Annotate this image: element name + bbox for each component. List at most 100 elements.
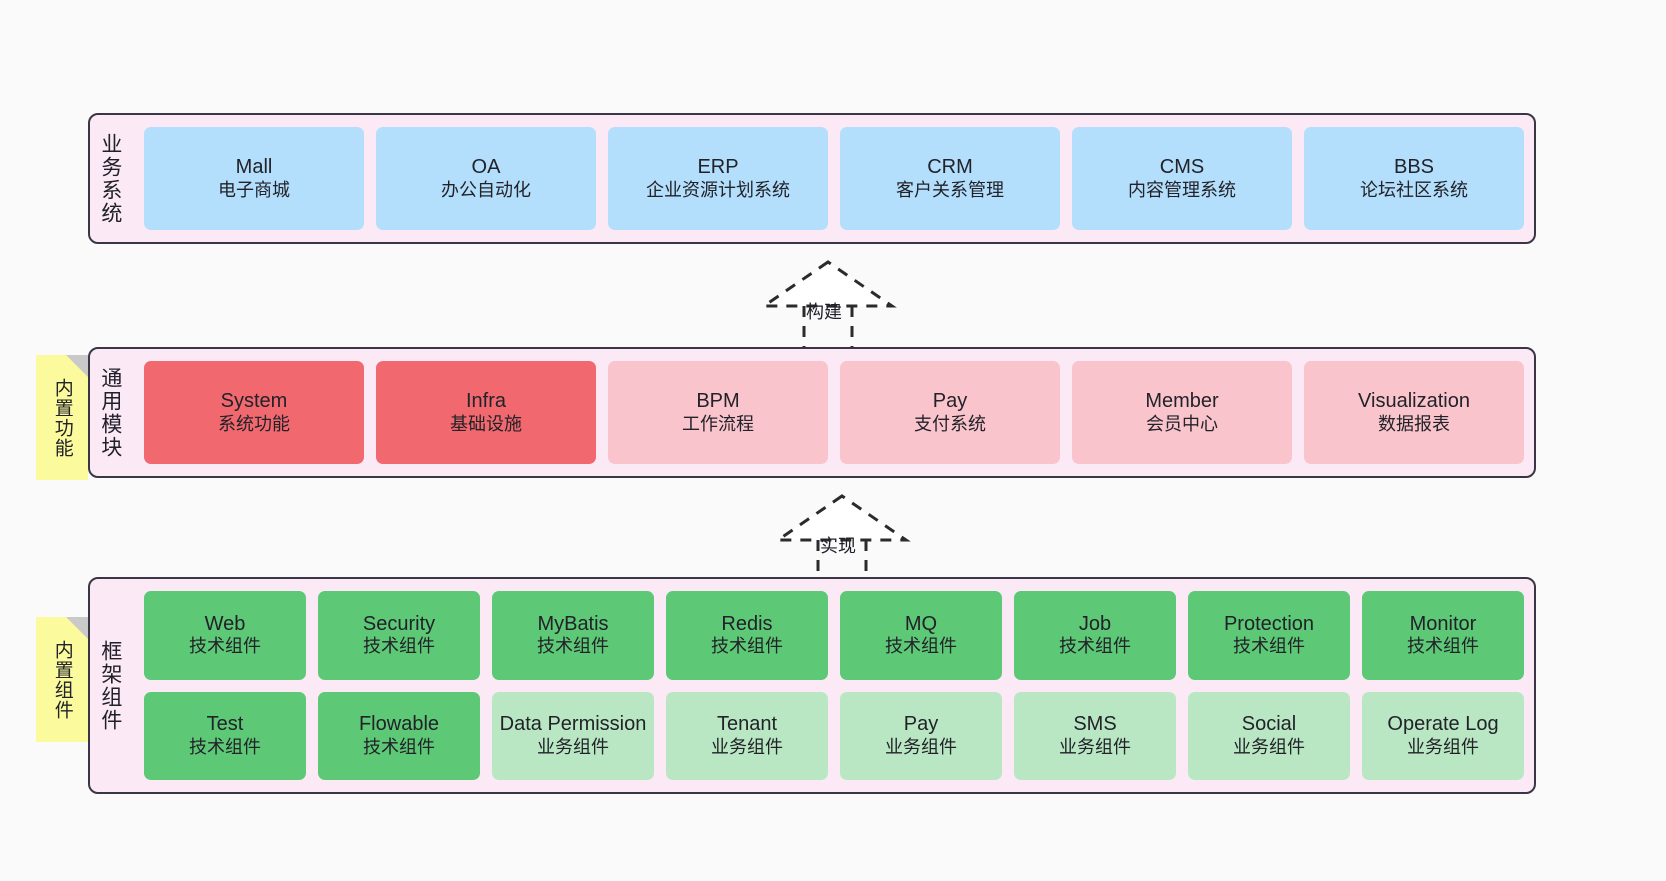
card-subtitle: 业务组件 xyxy=(537,736,609,757)
card-subtitle: 业务组件 xyxy=(1233,736,1305,757)
card-title: BBS xyxy=(1393,156,1435,179)
card-pay-component[interactable]: Pay 业务组件 xyxy=(840,691,1002,780)
card-subtitle: 数据报表 xyxy=(1378,413,1450,434)
card-security[interactable]: Security 技术组件 xyxy=(318,591,480,680)
card-infra[interactable]: Infra 基础设施 xyxy=(376,361,596,464)
card-subtitle: 办公自动化 xyxy=(441,179,531,200)
card-subtitle: 技术组件 xyxy=(1407,636,1479,657)
card-title: Protection xyxy=(1223,612,1315,635)
card-data-permission[interactable]: Data Permission 业务组件 xyxy=(492,691,654,780)
card-mq[interactable]: MQ 技术组件 xyxy=(840,591,1002,680)
card-test[interactable]: Test 技术组件 xyxy=(144,691,306,780)
connector-build: 构建 xyxy=(758,258,898,350)
card-title: Monitor xyxy=(1409,612,1477,635)
card-title: CMS xyxy=(1159,156,1205,179)
card-job[interactable]: Job 技术组件 xyxy=(1014,591,1176,680)
layer-framework-components: 框架组件 Web 技术组件 Security 技术组件 MyBatis 技术组件… xyxy=(88,577,1536,794)
card-title: Test xyxy=(206,713,244,736)
layer-title-business-systems: 业务系统 xyxy=(98,132,122,225)
card-title: Infra xyxy=(465,390,507,413)
sticky-note-label: 内置功能 xyxy=(51,377,73,458)
card-bpm[interactable]: BPM 工作流程 xyxy=(608,361,828,464)
card-subtitle: 支付系统 xyxy=(914,413,986,434)
card-subtitle: 企业资源计划系统 xyxy=(646,179,790,200)
layer-title-framework-components: 框架组件 xyxy=(98,639,122,732)
card-title: Mall xyxy=(235,156,273,179)
card-protection[interactable]: Protection 技术组件 xyxy=(1188,591,1350,680)
connector-stem xyxy=(816,540,868,582)
card-mybatis[interactable]: MyBatis 技术组件 xyxy=(492,591,654,680)
card-title: OA xyxy=(471,156,501,179)
card-oa[interactable]: OA 办公自动化 xyxy=(376,127,596,230)
connector-stem xyxy=(802,306,854,348)
card-title: MQ xyxy=(904,612,938,635)
card-subtitle: 技术组件 xyxy=(885,636,957,657)
card-title: Tenant xyxy=(716,713,778,736)
card-title: MyBatis xyxy=(537,612,609,635)
card-social[interactable]: Social 业务组件 xyxy=(1188,691,1350,780)
card-title: Flowable xyxy=(358,713,440,736)
card-title: Web xyxy=(204,612,246,635)
card-pay-module[interactable]: Pay 支付系统 xyxy=(840,361,1060,464)
generalization-arrowhead xyxy=(759,260,897,308)
sticky-note-label: 内置组件 xyxy=(51,639,73,720)
card-subtitle: 内容管理系统 xyxy=(1128,179,1236,200)
card-bbs[interactable]: BBS 论坛社区系统 xyxy=(1304,127,1524,230)
card-subtitle: 论坛社区系统 xyxy=(1360,179,1468,200)
card-title: Operate Log xyxy=(1387,713,1499,736)
card-title: Member xyxy=(1145,390,1219,413)
card-title: SMS xyxy=(1073,713,1117,736)
card-title: Pay xyxy=(932,390,968,413)
card-erp[interactable]: ERP 企业资源计划系统 xyxy=(608,127,828,230)
card-title: Data Permission xyxy=(499,713,647,736)
card-title: System xyxy=(220,390,288,413)
card-subtitle: 技术组件 xyxy=(189,636,261,657)
layer-business-systems: 业务系统 Mall 电子商城 OA 办公自动化 ERP 企业资源计划系统 CRM… xyxy=(88,113,1536,244)
framework-row-technical: Web 技术组件 Security 技术组件 MyBatis 技术组件 Redi… xyxy=(144,591,1524,680)
generalization-arrowhead xyxy=(773,494,911,542)
layer-title-common-modules: 通用模块 xyxy=(98,366,122,459)
card-sms[interactable]: SMS 业务组件 xyxy=(1014,691,1176,780)
layer-body-framework-components: Web 技术组件 Security 技术组件 MyBatis 技术组件 Redi… xyxy=(130,579,1534,792)
card-subtitle: 技术组件 xyxy=(189,736,261,757)
card-subtitle: 电子商城 xyxy=(218,179,290,200)
card-title: Redis xyxy=(721,612,773,635)
connector-label-build: 构建 xyxy=(806,302,842,322)
connector-implement: 实现 xyxy=(772,492,912,584)
card-title: Visualization xyxy=(1358,390,1470,413)
card-subtitle: 技术组件 xyxy=(363,736,435,757)
card-title: Social xyxy=(1241,713,1297,736)
connector-label-implement: 实现 xyxy=(820,536,856,556)
layer-body-business-systems: Mall 电子商城 OA 办公自动化 ERP 企业资源计划系统 CRM 客户关系… xyxy=(130,115,1534,242)
card-subtitle: 技术组件 xyxy=(363,636,435,657)
sticky-note-builtin-features: 内置功能 xyxy=(36,355,88,480)
card-title: CRM xyxy=(927,156,973,179)
card-operate-log[interactable]: Operate Log 业务组件 xyxy=(1362,691,1524,780)
layer-body-common-modules: System 系统功能 Infra 基础设施 BPM 工作流程 Pay 支付系统… xyxy=(130,349,1534,476)
card-title: Security xyxy=(362,612,436,635)
card-tenant[interactable]: Tenant 业务组件 xyxy=(666,691,828,780)
sticky-note-builtin-components: 内置组件 xyxy=(36,617,88,742)
card-title: Job xyxy=(1078,612,1112,635)
card-member[interactable]: Member 会员中心 xyxy=(1072,361,1292,464)
card-subtitle: 业务组件 xyxy=(711,736,783,757)
card-system[interactable]: System 系统功能 xyxy=(144,361,364,464)
card-title: Pay xyxy=(903,713,939,736)
card-redis[interactable]: Redis 技术组件 xyxy=(666,591,828,680)
card-subtitle: 技术组件 xyxy=(1059,636,1131,657)
card-subtitle: 技术组件 xyxy=(1233,636,1305,657)
card-web[interactable]: Web 技术组件 xyxy=(144,591,306,680)
card-cms[interactable]: CMS 内容管理系统 xyxy=(1072,127,1292,230)
card-monitor[interactable]: Monitor 技术组件 xyxy=(1362,591,1524,680)
card-mall[interactable]: Mall 电子商城 xyxy=(144,127,364,230)
card-flowable[interactable]: Flowable 技术组件 xyxy=(318,691,480,780)
card-title: ERP xyxy=(697,156,739,179)
card-crm[interactable]: CRM 客户关系管理 xyxy=(840,127,1060,230)
layer-common-modules: 通用模块 System 系统功能 Infra 基础设施 BPM 工作流程 Pay… xyxy=(88,347,1536,478)
card-subtitle: 业务组件 xyxy=(1407,736,1479,757)
card-visualization[interactable]: Visualization 数据报表 xyxy=(1304,361,1524,464)
card-subtitle: 工作流程 xyxy=(682,413,754,434)
card-subtitle: 技术组件 xyxy=(711,636,783,657)
card-subtitle: 会员中心 xyxy=(1146,413,1218,434)
